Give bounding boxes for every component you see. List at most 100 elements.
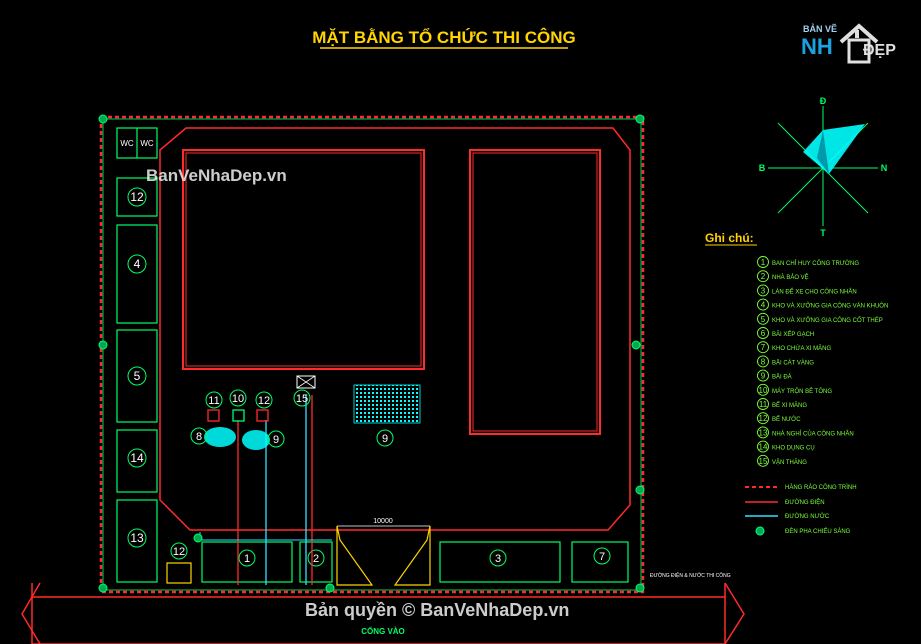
left-label-1-text: 4 xyxy=(134,257,141,271)
center-label-2-text: 12 xyxy=(258,395,270,407)
center-label-0: 11 xyxy=(205,391,223,409)
center-label-5: 9 xyxy=(267,430,285,448)
wc-right-label: WC xyxy=(140,139,154,148)
bottom-structure-3 xyxy=(439,541,561,583)
bottom-label-1: 1 xyxy=(238,549,256,567)
legend-item-text: NHÀ BẢO VỆ xyxy=(772,273,809,281)
legend-item-text: BÃI CÁT VÀNG xyxy=(772,359,814,366)
bottom-structure-1 xyxy=(201,541,293,583)
legend-item-num: 15 xyxy=(759,457,768,466)
floodlight-icon xyxy=(98,114,108,124)
floodlight-icon xyxy=(98,340,108,350)
center-label-4: 8 xyxy=(190,427,208,445)
legend-item-num: 10 xyxy=(759,386,768,395)
access-road-right-arrow xyxy=(724,582,745,644)
center-label-3: 15 xyxy=(293,389,311,407)
center-label-5-text: 9 xyxy=(273,434,279,446)
stone-pile-9 xyxy=(242,430,270,450)
bottom-label-2-text: 2 xyxy=(313,553,319,565)
legend-item-num: 7 xyxy=(761,343,766,352)
building-left xyxy=(182,149,425,370)
legend-item-text: BỂ NƯỚC xyxy=(772,416,801,423)
left-label-0-text: 12 xyxy=(130,190,144,204)
legend-item-num: 3 xyxy=(761,286,766,295)
legend-line-item: ĐƯỜNG ĐIỆN xyxy=(745,498,825,506)
floodlight-icon xyxy=(635,114,645,124)
compass-west: B xyxy=(759,163,766,173)
logo-house-icon xyxy=(839,23,879,64)
left-structure-5 xyxy=(116,329,158,423)
center-label-2: 12 xyxy=(255,391,273,409)
floodlight-icon xyxy=(325,583,335,593)
legend-line-item: HÀNG RÀO CÔNG TRÌNH xyxy=(745,484,857,491)
legend-item-num: 4 xyxy=(761,301,766,310)
legend-item-num: 11 xyxy=(759,400,768,409)
legend-line-text: ĐÈN PHA CHIẾU SÁNG xyxy=(785,528,851,535)
gate-swing xyxy=(336,525,374,586)
bottom-label-4-text: 7 xyxy=(599,551,605,563)
legend-item-text: LÁN ĐỂ XE CHO CÔNG NHÂN xyxy=(772,288,857,295)
logo-dep: ĐẸP xyxy=(863,42,896,59)
legend-item-text: BAN CHỈ HUY CÔNG TRƯỜNG xyxy=(772,260,859,267)
left-structure-13 xyxy=(116,499,158,583)
watermark-upper: BanVeNhaDep.vn xyxy=(146,166,287,185)
compass-east: N xyxy=(881,163,888,173)
legend-line-item: ĐƯỜNG NƯỚC xyxy=(745,513,830,520)
tank-12-center xyxy=(256,409,269,422)
compass-south: T xyxy=(820,228,826,238)
gate-label: CỔNG VÀO xyxy=(361,627,405,636)
legend-item-text: BỂ XI MĂNG xyxy=(772,402,807,409)
floodlight-icon xyxy=(193,533,203,543)
left-label-4-text: 13 xyxy=(130,531,144,545)
mixer-10 xyxy=(232,409,245,422)
building-left-inner xyxy=(185,152,422,367)
gate-swing-right xyxy=(393,525,431,586)
legend-item-text: KHO VÀ XƯỞNG GIA CÔNG VÁN KHUÔN xyxy=(772,303,888,310)
center-label-0-text: 11 xyxy=(208,395,219,407)
watermark-lower: Bản quyền © BanVeNhaDep.vn xyxy=(305,600,570,620)
bottom-label-0-text: 12 xyxy=(173,546,185,558)
legend-item: 10 MÁY TRỘN BÊ TÔNG xyxy=(757,383,832,396)
service-note: ĐƯỜNG ĐIỆN & NƯỚC THI CÔNG xyxy=(650,571,731,579)
building-right-inner xyxy=(472,152,598,432)
center-label-1: 10 xyxy=(229,389,247,407)
drawing-title: MẶT BẰNG TỔ CHỨC THI CÔNG xyxy=(312,28,575,47)
legend-item: 11 BỂ XI MĂNG xyxy=(757,398,807,410)
left-structure-4 xyxy=(116,224,158,324)
legend-item-text: MÁY TRỘN BÊ TÔNG xyxy=(772,387,832,395)
center-labels: 11 10 12 15 8 9 9 xyxy=(190,389,394,448)
legend-line-item: ĐÈN PHA CHIẾU SÁNG xyxy=(755,526,851,536)
legend-item-num: 5 xyxy=(761,315,766,324)
logo-top: BẢN VẼ xyxy=(803,24,838,34)
center-label-6-text: 9 xyxy=(382,433,388,445)
bottom-label-0: 12 xyxy=(170,542,188,560)
legend-item-num: 9 xyxy=(761,372,766,381)
legend-item: 3 LÁN ĐỂ XE CHO CÔNG NHÂN xyxy=(757,284,857,297)
bottom-structure-7 xyxy=(571,541,629,583)
floodlight-icon xyxy=(635,485,645,495)
access-road-left-arrow xyxy=(21,582,41,644)
bottom-label-3-text: 3 xyxy=(495,553,501,565)
center-label-1-text: 10 xyxy=(232,393,244,405)
compass-rose: Đ T B N xyxy=(759,96,888,238)
tank-11 xyxy=(207,409,220,422)
legend-item-num: 8 xyxy=(761,357,766,366)
center-label-4-text: 8 xyxy=(196,431,202,443)
legend-item-num: 13 xyxy=(759,428,768,437)
legend-item-text: KHO VÀ XƯỞNG GIA CÔNG CỐT THÉP xyxy=(772,317,883,324)
hoist-15 xyxy=(296,375,316,389)
legend-line-text: ĐƯỜNG ĐIỆN xyxy=(785,498,825,506)
brick-yard-9 xyxy=(353,384,421,424)
hoist-15-x2 xyxy=(296,375,316,389)
legend-item: 8 BÃI CÁT VÀNG xyxy=(757,355,814,368)
legend-line-text: HÀNG RÀO CÔNG TRÌNH xyxy=(785,484,857,491)
left-structure-12 xyxy=(116,177,158,217)
